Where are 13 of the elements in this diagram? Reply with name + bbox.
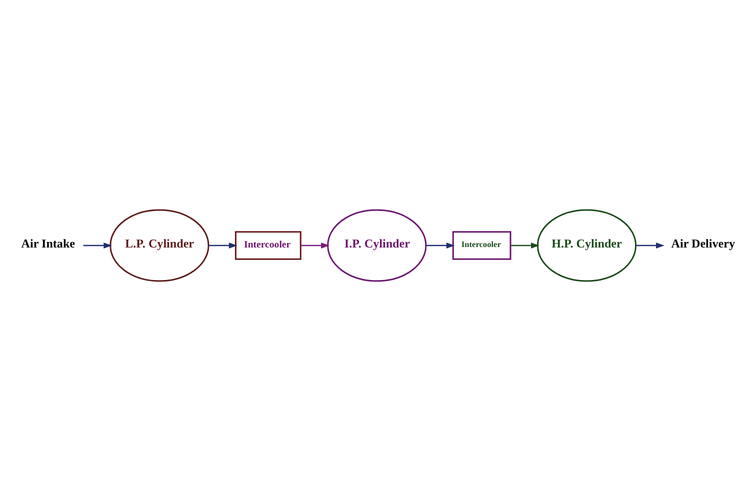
arrow (636, 242, 664, 248)
node-box: Intercooler (452, 231, 512, 260)
arrow (83, 242, 112, 248)
arrow (426, 242, 455, 248)
node-ellipse: I.P. Cylinder (327, 209, 427, 282)
arrow (208, 242, 238, 248)
node-text: Air Delivery (671, 236, 736, 251)
arrow (300, 242, 330, 248)
node-ellipse: L.P. Cylinder (110, 209, 210, 282)
node-ellipse: H.P. Cylinder (536, 209, 637, 282)
node-box: Intercooler (234, 231, 302, 260)
node-text: Air Intake (21, 236, 76, 251)
arrow (510, 242, 540, 248)
